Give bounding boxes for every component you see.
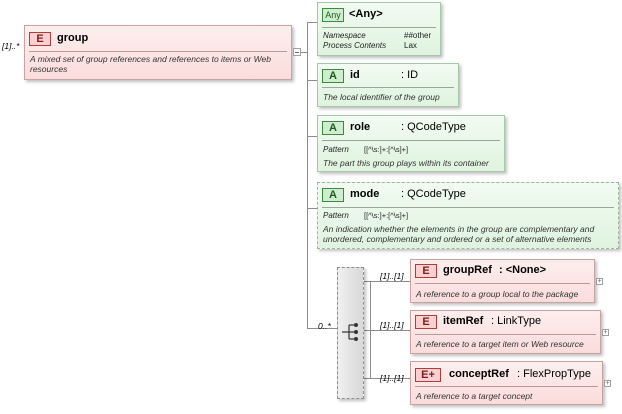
child-itemref-separator	[415, 334, 596, 335]
attribute-role-separator	[322, 140, 500, 141]
attribute-role-name: role	[350, 121, 371, 133]
child-conceptref-type: : FlexPropType	[517, 368, 591, 380]
attribute-role-pattern-value: [[^\s:]+:[^\s]+]	[364, 145, 409, 154]
choice-compositor[interactable]	[337, 267, 364, 399]
expand-conceptref-toggle[interactable]: +	[604, 380, 611, 387]
child-conceptref-separator	[415, 386, 598, 387]
element-badge: E	[29, 32, 51, 46]
connector-child-3	[362, 378, 410, 379]
child-conceptref-box[interactable]: E+ conceptRef : FlexPropType A reference…	[410, 361, 603, 405]
connector-id	[307, 80, 317, 81]
connector-role	[307, 136, 317, 137]
attribute-mode-description: An indication whether the elements in th…	[323, 224, 595, 244]
child-conceptref-description: A reference to a target concept	[416, 391, 533, 401]
attribute-id-name: id	[350, 69, 360, 81]
child-groupref-description: A reference to a group local to the pack…	[416, 289, 579, 299]
namespace-label: Namespace	[323, 31, 366, 40]
choice-multiplicity: 0..*	[318, 321, 331, 331]
element-badge: E+	[415, 368, 441, 382]
child-itemref-box[interactable]: E itemRef : LinkType A reference to a ta…	[410, 310, 601, 354]
process-contents-label: Process Contents	[323, 41, 387, 50]
element-badge: E	[415, 315, 437, 329]
child-groupref-type: : <None>	[499, 264, 547, 276]
child-conceptref-name: conceptRef	[449, 368, 509, 380]
child-groupref-name: groupRef	[443, 264, 492, 276]
group-element-box[interactable]: E group A mixed set of group references …	[24, 25, 292, 80]
attribute-role-type: : QCodeType	[401, 121, 466, 133]
process-contents-value: Lax	[404, 41, 417, 50]
any-attribute-name: <Any>	[349, 8, 383, 20]
attribute-badge: A	[322, 188, 344, 202]
attribute-badge: A	[322, 121, 344, 135]
element-badge: E	[415, 264, 437, 278]
child-multiplicity: [1]..[1]	[380, 373, 404, 383]
attribute-mode-separator	[322, 207, 614, 208]
expand-itemref-toggle[interactable]: +	[602, 329, 609, 336]
connector-child-1	[362, 281, 410, 282]
connector-child-2	[362, 330, 410, 331]
child-itemref-description: A reference to a target item or Web reso…	[416, 339, 584, 349]
namespace-value: ##other	[404, 31, 432, 40]
attribute-mode-name: mode	[350, 188, 380, 200]
child-multiplicity: [1]..[1]	[380, 320, 404, 330]
attribute-id-box[interactable]: A id : ID The local identifier of the gr…	[317, 63, 459, 107]
connector-main-horizontal	[294, 52, 308, 53]
attribute-id-description: The local identifier of the group	[323, 92, 440, 102]
expand-groupref-toggle[interactable]: +	[596, 278, 603, 285]
attribute-id-type: : ID	[401, 69, 419, 81]
attribute-badge: A	[322, 69, 344, 83]
child-itemref-name: itemRef	[443, 315, 484, 327]
attribute-mode-type: : QCodeType	[401, 188, 466, 200]
choice-icon	[342, 323, 358, 341]
group-multiplicity: [1]..*	[2, 41, 20, 51]
group-separator	[29, 51, 287, 52]
attribute-mode-pattern-value: [[^\s:]+:[^\s]+]	[364, 211, 409, 220]
connector-choice-vertical	[370, 281, 371, 378]
child-groupref-separator	[415, 283, 590, 284]
any-separator	[322, 27, 436, 28]
any-attribute-box[interactable]: Any <Any> Namespace ##other Process Cont…	[317, 2, 441, 56]
child-multiplicity: [1]..[1]	[380, 271, 404, 281]
connector-choice	[307, 328, 337, 329]
connector-main-vertical	[307, 22, 308, 328]
attribute-id-separator	[322, 87, 454, 88]
attribute-role-pattern-label: Pattern	[323, 145, 349, 154]
attribute-role-box[interactable]: A role : QCodeType Pattern [[^\s:]+:[^\s…	[317, 115, 505, 172]
collapse-group-toggle[interactable]	[293, 48, 301, 56]
child-groupref-box[interactable]: E groupRef : <None> A reference to a gro…	[410, 259, 595, 303]
group-element-description: A mixed set of group references and refe…	[30, 54, 271, 74]
child-itemref-type: : LinkType	[491, 315, 542, 327]
group-element-name: group	[57, 32, 89, 44]
connector-any	[307, 22, 317, 23]
attribute-role-description: The part this group plays within its con…	[323, 158, 489, 168]
any-badge: Any	[322, 8, 344, 22]
connector-mode	[307, 208, 317, 209]
attribute-mode-box[interactable]: A mode : QCodeType Pattern [[^\s:]+:[^\s…	[317, 182, 619, 249]
attribute-mode-pattern-label: Pattern	[323, 211, 349, 220]
